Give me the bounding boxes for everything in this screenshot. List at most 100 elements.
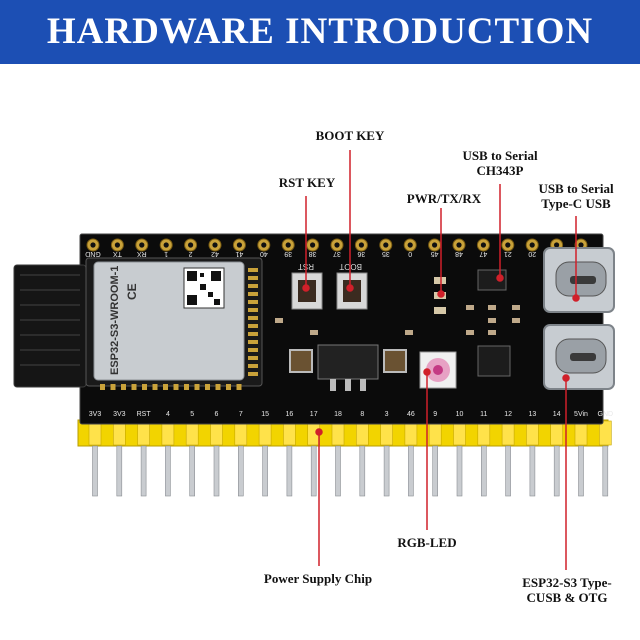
header-pin	[355, 420, 369, 497]
top-pin-hole	[525, 238, 539, 252]
module-pad	[248, 340, 258, 344]
module-pad	[194, 384, 200, 390]
top-pin-hole	[281, 238, 295, 252]
module-pad	[248, 292, 258, 296]
top-pin-label: 20	[528, 250, 536, 257]
power-supply-chip	[317, 344, 379, 391]
bottom-pin-label: 9	[433, 411, 437, 418]
module-pad	[248, 276, 258, 280]
header-pin	[234, 420, 248, 497]
header-pin	[283, 420, 296, 497]
module-pad	[248, 284, 258, 288]
top-pin-hole	[257, 238, 271, 252]
top-pin-hole	[306, 238, 320, 252]
top-pin-label: 0	[408, 250, 412, 257]
capacitor-left	[289, 349, 313, 373]
ce-mark: CE	[125, 283, 139, 300]
module-pad	[248, 300, 258, 304]
module-pads	[100, 268, 258, 390]
callout-usb-serial-chip-line2: CH343P	[476, 163, 524, 178]
bottom-pin-label: 3V3	[89, 411, 102, 418]
top-pin-label: 1	[164, 250, 168, 257]
top-pin-labels: GNDTXRX1242414039383736350454847212019GN…	[85, 250, 589, 257]
rgb-led	[419, 351, 457, 389]
module-pad	[184, 384, 189, 390]
callout-usb-serial-typec: USB to Serial Type-C USB	[522, 181, 630, 211]
top-pin-label: 21	[504, 250, 512, 257]
usb-c-serial-port[interactable]	[543, 247, 615, 313]
module-pad	[215, 384, 221, 390]
module-pad	[248, 364, 258, 368]
bottom-pin-label: 8	[360, 411, 364, 418]
top-pin-label: 38	[309, 250, 317, 257]
top-pin-label: 2	[189, 250, 193, 257]
module-pad	[110, 384, 116, 390]
bottom-pin-label: 3	[385, 411, 389, 418]
module-pad	[163, 384, 168, 390]
header-pin	[88, 420, 102, 497]
header-pin	[574, 420, 588, 497]
callout-usb-serial-typec-line1: USB to Serial	[538, 181, 614, 196]
callout-rgb-led: RGB-LED	[397, 535, 457, 550]
bottom-pin-label: 3V3	[113, 411, 126, 418]
header-pin	[137, 420, 150, 497]
top-pin-hole	[501, 238, 515, 252]
header-pin	[453, 420, 466, 497]
callout-otg: ESP32-S3 Type- CUSB & OTG	[503, 575, 631, 605]
bottom-pin-label: RST	[137, 411, 152, 418]
bottom-pin-label: 10	[456, 411, 464, 418]
top-pin-label: 40	[260, 250, 268, 257]
module-pad	[248, 268, 258, 272]
callout-otg-line2: CUSB & OTG	[526, 590, 608, 605]
callout-power-supply-chip: Power Supply Chip	[263, 571, 373, 586]
callout-usb-serial-typec-line2: Type-C USB	[541, 196, 611, 211]
top-pin-hole	[159, 238, 173, 252]
top-pin-label: RX	[137, 250, 147, 257]
bottom-pin-label: 16	[286, 411, 294, 418]
usb-c-otg-port[interactable]	[543, 324, 615, 390]
top-pin-hole	[330, 238, 344, 252]
top-pin-hole	[379, 238, 393, 252]
top-pin-label: 37	[333, 250, 341, 257]
smd-components	[275, 305, 520, 335]
callout-usb-serial-chip: USB to Serial CH343P	[447, 148, 553, 178]
page-title: HARDWARE INTRODUCTION	[46, 11, 594, 52]
header-pin	[501, 420, 515, 497]
header-pin	[428, 420, 442, 497]
top-pin-label: 48	[455, 250, 463, 257]
capacitor-right	[383, 349, 407, 373]
header-pin	[380, 420, 393, 497]
bottom-pin-label: 12	[504, 411, 512, 418]
bottom-pin-label: 15	[261, 411, 269, 418]
title-banner: HARDWARE INTRODUCTION	[0, 0, 640, 64]
top-pin-label: 47	[479, 250, 487, 257]
module-label: ESP32-S3-WROOM-1	[109, 266, 121, 375]
header-pin	[550, 420, 564, 497]
qr-code	[183, 267, 225, 309]
header-pin	[210, 420, 223, 497]
header-pin	[185, 420, 199, 497]
header-pin	[113, 420, 126, 497]
top-pin-hole	[428, 238, 442, 252]
bottom-pin-label: 6	[215, 411, 219, 418]
header-pin	[331, 420, 345, 497]
header-pin	[404, 420, 418, 497]
top-pin-label: 41	[235, 250, 243, 257]
bottom-pin-label: 5Vin	[574, 411, 588, 418]
bottom-pin-label: GND	[598, 411, 614, 418]
pin-header	[77, 419, 612, 497]
top-pin-hole	[135, 238, 149, 252]
secondary-ic	[477, 345, 511, 377]
header-pin	[477, 420, 491, 497]
bottom-pin-label: 4	[166, 411, 170, 418]
module-pad	[205, 384, 210, 390]
top-pin-label: 42	[211, 250, 219, 257]
module-pad	[142, 384, 147, 390]
module-pad	[121, 384, 126, 390]
callout-lines	[302, 150, 580, 570]
bottom-pin-label: 18	[334, 411, 342, 418]
module-pad	[248, 332, 258, 336]
header-pin	[526, 420, 539, 497]
